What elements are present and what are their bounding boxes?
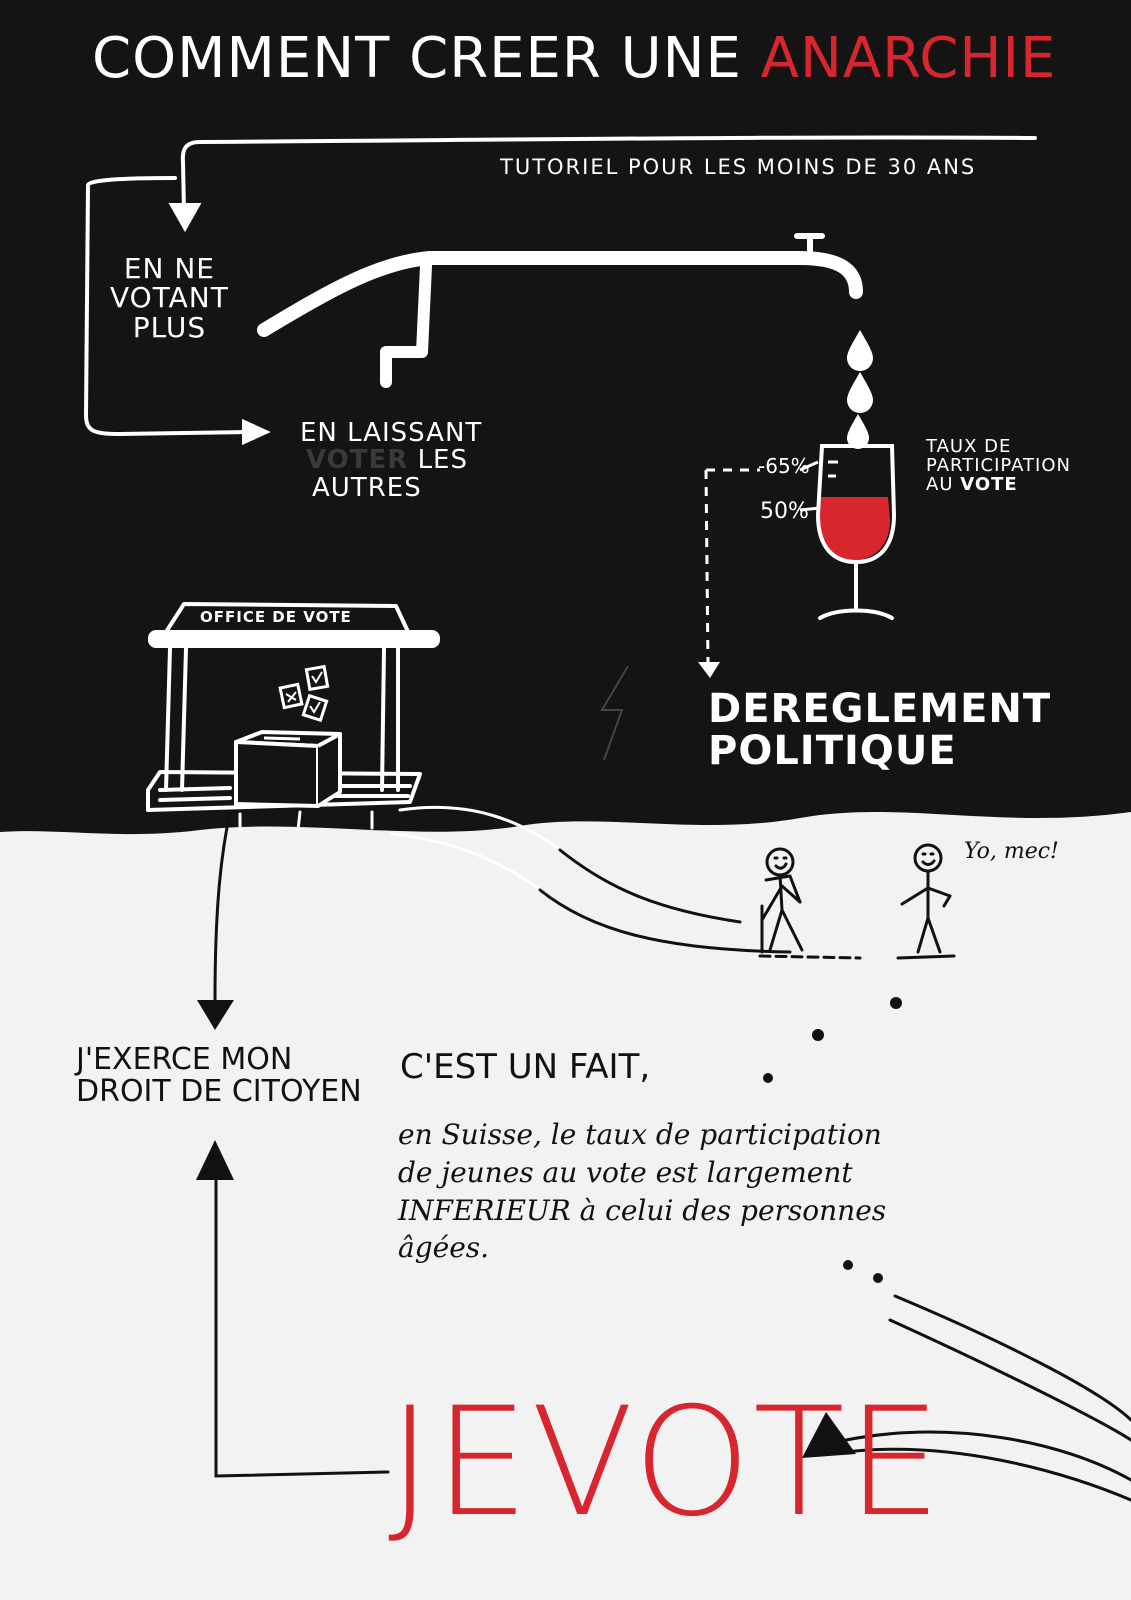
fact-line: âgées. bbox=[398, 1231, 490, 1265]
step-line: AUTRES bbox=[312, 472, 422, 503]
consequence-line: DEREGLEMENT bbox=[708, 686, 1052, 732]
step-line: PLUS bbox=[132, 310, 207, 344]
dashed-connector bbox=[704, 468, 760, 666]
arrow-down-icon bbox=[698, 662, 720, 678]
step-not-voting: EN NE VOTANT PLUS bbox=[110, 252, 229, 344]
participation-strong: VOTE bbox=[960, 473, 1018, 495]
faucet-pipe-icon bbox=[257, 233, 863, 388]
pipe-lines bbox=[238, 805, 792, 954]
consequence-text: DEREGLEMENT POLITIQUE bbox=[708, 688, 1051, 772]
step-line: EN LAISSANT bbox=[300, 418, 483, 448]
page-subtitle: TUTORIEL POUR LES MOINS DE 30 ANS bbox=[500, 155, 977, 179]
water-drop-icon bbox=[847, 330, 873, 449]
ballot-paper-icon bbox=[278, 664, 330, 723]
participation-line: PARTICIPATION bbox=[926, 454, 1071, 476]
step-let-others: EN LAISSANT VOTER LES AUTRES bbox=[300, 418, 483, 503]
fact-line: en Suisse, le taux de participation bbox=[398, 1118, 882, 1151]
citizen-line: DROIT DE CITOYEN bbox=[76, 1073, 362, 1109]
fact-heading: C'EST UN FAIT, bbox=[400, 1047, 651, 1087]
fact-text: en Suisse, le taux de participation de j… bbox=[398, 1116, 886, 1267]
speech-text: Yo, mec! bbox=[964, 839, 1059, 864]
arrow-left-icon bbox=[802, 1412, 856, 1458]
fact-line: de jeunes au vote est largement bbox=[398, 1155, 853, 1189]
citizen-line: J'EXERCE MON bbox=[76, 1042, 293, 1077]
arrow-down-icon bbox=[197, 811, 234, 1030]
stick-figure-icon bbox=[758, 847, 862, 960]
fact-line: INFERIEUR à celui des personnes bbox=[398, 1193, 887, 1227]
mark-high: -65% bbox=[758, 454, 810, 478]
ballot-box-icon bbox=[234, 730, 342, 808]
wine-glass-icon bbox=[815, 444, 897, 620]
slogan: JEVOTE bbox=[388, 1376, 944, 1550]
step-line: EN NE bbox=[123, 252, 216, 285]
participation-label: TAUX DE PARTICIPATION AU VOTE bbox=[926, 436, 1071, 495]
page-title: COMMENT CREER UNE ANARCHIE bbox=[92, 29, 1056, 89]
pipe-lines-bottom bbox=[844, 1294, 1131, 1502]
stick-figure-icon bbox=[896, 843, 956, 960]
step-line: LES bbox=[417, 445, 468, 476]
hidden-word: VOTER bbox=[306, 445, 409, 476]
ballot-office-icon bbox=[146, 602, 440, 812]
dot-trail bbox=[763, 997, 902, 1283]
participation-prefix: AU bbox=[926, 473, 961, 495]
lightning-mark-icon bbox=[600, 665, 629, 761]
dark-background bbox=[0, 0, 1131, 835]
title-highlight: ANARCHIE bbox=[760, 26, 1057, 91]
step-line: VOTANT bbox=[110, 281, 229, 315]
participation-line: TAUX DE bbox=[926, 436, 1012, 457]
title-prefix: COMMENT CREER UNE bbox=[92, 26, 761, 91]
mark-low: 50% bbox=[760, 499, 809, 524]
citizen-right-text: J'EXERCE MON DROIT DE CITOYEN bbox=[76, 1044, 362, 1107]
consequence-line: POLITIQUE bbox=[708, 728, 957, 774]
office-sign: OFFICE DE VOTE bbox=[200, 608, 352, 626]
arrow-up-icon bbox=[196, 1140, 390, 1478]
loop-arrow-icon bbox=[83, 135, 1037, 446]
pipe-lines-lower bbox=[538, 848, 792, 954]
